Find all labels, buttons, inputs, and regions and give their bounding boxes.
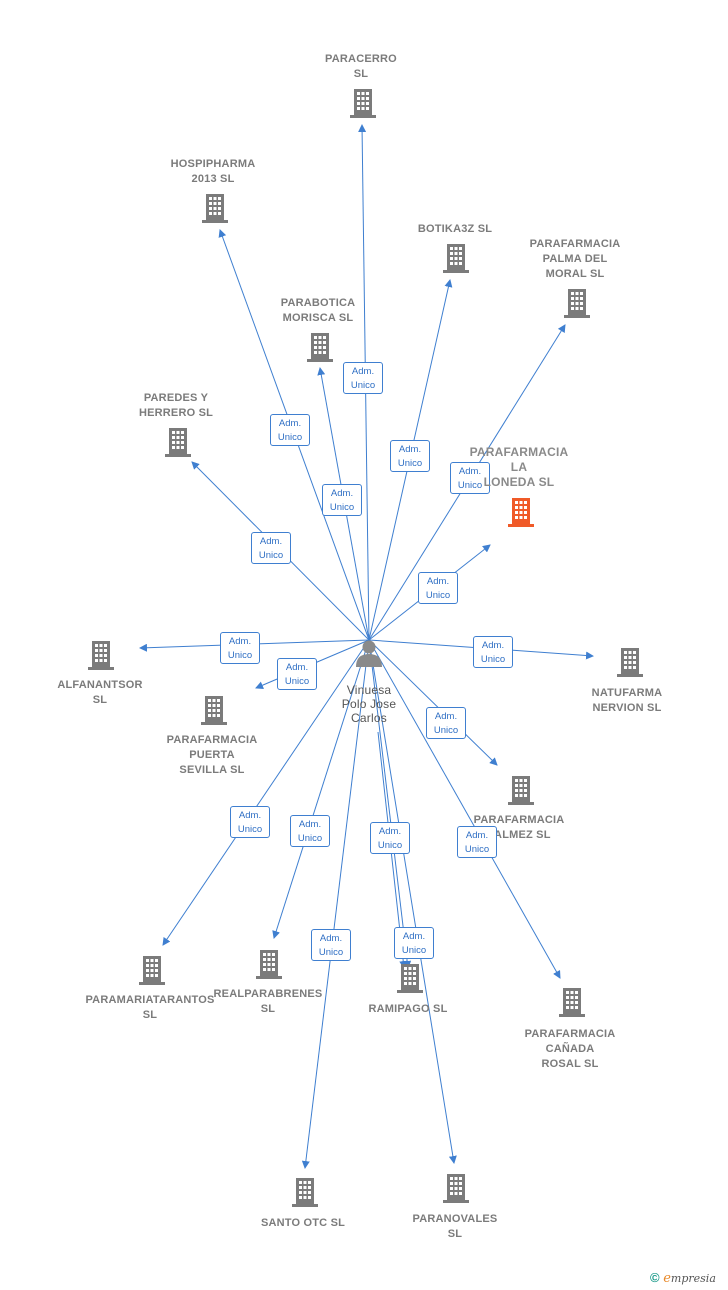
company-label-palma[interactable]: PARAFARMACIA PALMA DEL MORAL SL — [529, 238, 621, 280]
relation-badge-botika3z[interactable]: Adm. Unico — [390, 440, 430, 472]
company-label-hospipharma[interactable]: HOSPIPHARMA 2013 SL — [170, 158, 256, 185]
edge-realpara — [272, 639, 370, 939]
footer-brand: © empresia — [650, 1270, 716, 1286]
company-label-botika3z[interactable]: BOTIKA3Z SL — [417, 223, 493, 235]
edge-paranovales — [368, 639, 457, 1164]
company-label-ramipago[interactable]: RAMIPAGO SL — [368, 1003, 448, 1015]
relation-badge-hospipharma[interactable]: Adm. Unico — [270, 414, 310, 446]
relation-badge-laloneda[interactable]: Adm. Unico — [418, 572, 458, 604]
brand-name: mpresia — [670, 1272, 716, 1285]
edge-santo — [301, 639, 370, 1169]
building-icon[interactable] — [139, 956, 165, 985]
company-label-realpara[interactable]: REALPARABRENES SL — [213, 988, 323, 1015]
relation-badge-natufarma[interactable]: Adm. Unico — [473, 636, 513, 668]
company-label-alfanantsor[interactable]: ALFANANTSOR SL — [57, 679, 143, 706]
relation-badge-paredes[interactable]: Adm. Unico — [251, 532, 291, 564]
relation-badge-puerta[interactable]: Adm. Unico — [277, 658, 317, 690]
relation-badge-paracerro[interactable]: Adm. Unico — [343, 362, 383, 394]
relation-badge-alfanantsor[interactable]: Adm. Unico — [220, 632, 260, 664]
nodes-layer — [88, 89, 643, 1207]
relation-badge-santo[interactable]: Adm. Unico — [311, 929, 351, 961]
company-label-paramaria[interactable]: PARAMARIATARANTOS SL — [85, 994, 215, 1021]
person-label[interactable]: Vinuesa Polo Jose Carlos — [341, 683, 397, 725]
company-label-santo[interactable]: SANTO OTC SL — [260, 1217, 346, 1229]
company-label-paredes[interactable]: PAREDES Y HERRERO SL — [138, 392, 214, 419]
relation-badge-realpara[interactable]: Adm. Unico — [290, 815, 330, 847]
building-icon[interactable] — [617, 648, 643, 677]
edge-ramipago — [368, 639, 412, 969]
building-icon[interactable] — [564, 289, 590, 318]
edge-canada — [368, 639, 561, 979]
company-label-natufarma[interactable]: NATUFARMA NERVION SL — [591, 687, 663, 714]
building-icon[interactable] — [443, 244, 469, 273]
relation-badge-parabotica[interactable]: Adm. Unico — [322, 484, 362, 516]
building-icon[interactable] — [165, 428, 191, 457]
company-label-palmez[interactable]: PARAFARMACIA PALMEZ SL — [473, 814, 565, 841]
company-label-parabotica[interactable]: PARABOTICA MORISCA SL — [280, 297, 356, 324]
relation-badge-palmez[interactable]: Adm. Unico — [426, 707, 466, 739]
company-label-paranovales[interactable]: PARANOVALES SL — [412, 1213, 498, 1240]
building-icon[interactable] — [443, 1174, 469, 1203]
building-icon[interactable] — [508, 776, 534, 805]
building-icon[interactable] — [397, 964, 423, 993]
company-label-laloneda[interactable]: PARAFARMACIA LA LONEDA SL — [469, 445, 569, 489]
building-icon[interactable] — [256, 950, 282, 979]
relation-badge-paramaria[interactable]: Adm. Unico — [230, 806, 270, 838]
company-label-canada[interactable]: PARAFARMACIA CAÑADA ROSAL SL — [524, 1028, 616, 1070]
relation-badge-ramipago[interactable]: Adm. Unico — [370, 822, 410, 854]
relation-badge-paranovales[interactable]: Adm. Unico — [394, 927, 434, 959]
building-icon[interactable] — [292, 1178, 318, 1207]
building-icon[interactable] — [559, 988, 585, 1017]
building-icon[interactable] — [88, 641, 114, 670]
company-label-paracerro[interactable]: PARACERRO SL — [325, 53, 397, 80]
building-icon[interactable] — [202, 194, 228, 223]
company-label-puerta[interactable]: PARAFARMACIA PUERTA SEVILLA SL — [166, 734, 258, 776]
relation-badge-canada[interactable]: Adm. Unico — [457, 826, 497, 858]
building-icon[interactable] — [508, 498, 534, 527]
building-icon[interactable] — [350, 89, 376, 118]
person-icon[interactable] — [356, 640, 382, 668]
relation-badge-palma[interactable]: Adm. Unico — [450, 462, 490, 494]
brand-initial: e — [663, 1271, 671, 1286]
building-icon[interactable] — [201, 696, 227, 725]
copyright-symbol: © — [650, 1270, 660, 1285]
building-icon[interactable] — [307, 333, 333, 362]
edge-palmez — [368, 639, 498, 766]
edge-paramaria — [162, 639, 370, 946]
